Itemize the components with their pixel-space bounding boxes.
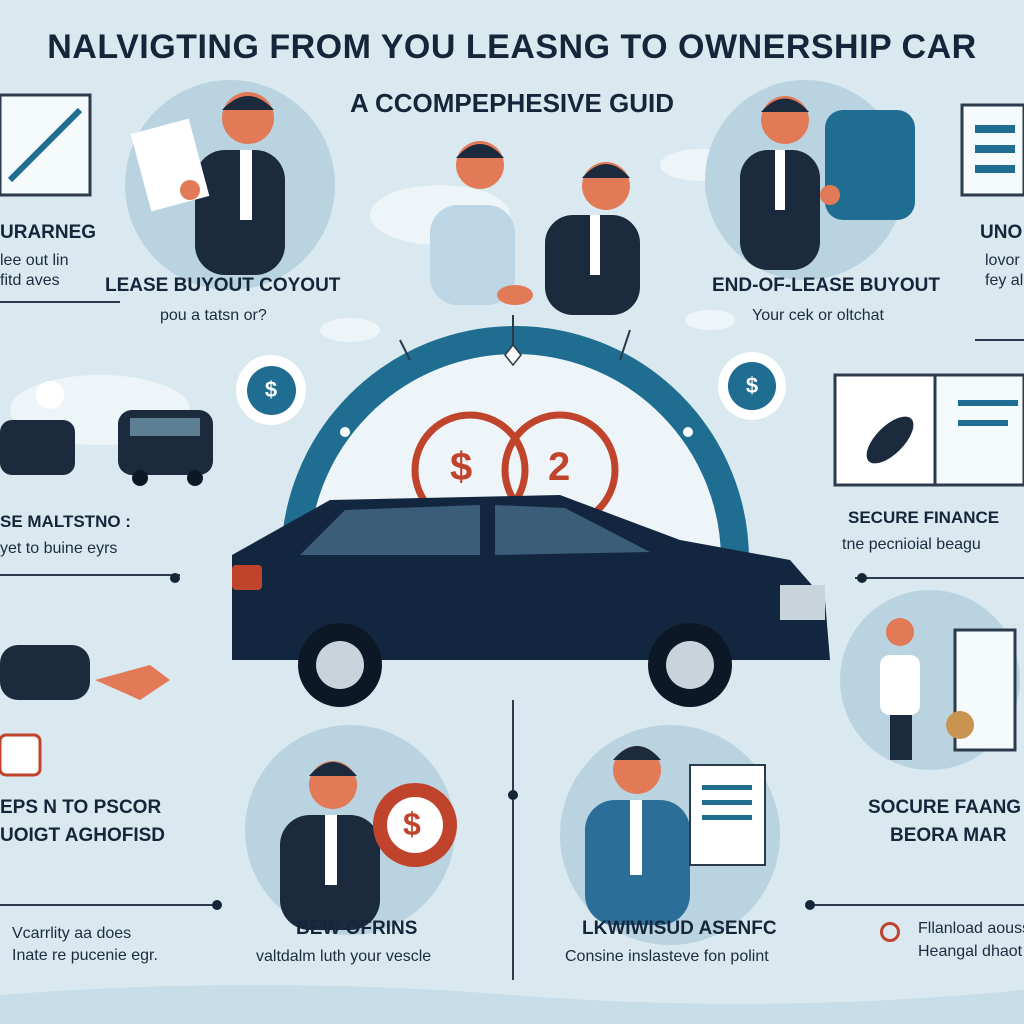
- gear-dollar-glyph: $: [403, 806, 421, 842]
- mid-left-sub: yet to buine eyrs: [0, 540, 118, 557]
- dollar-badge-right: $: [718, 352, 786, 420]
- page-subtitle: A CCOMPEPHESIVE GUID: [349, 88, 675, 118]
- end-of-lease-heading: END-OF-LEASE BUYOUT: [712, 275, 940, 296]
- suv-car-illustration: [232, 495, 830, 707]
- dollar-icon: $: [246, 365, 296, 415]
- low-right-sub1: Fllanload aouss: [918, 920, 1024, 937]
- person-top-left-figure: [130, 92, 285, 275]
- low-left-sub1: Vcarrlity aa does: [12, 925, 132, 942]
- page-title: NALVIGTING FROM YOU LEASNG TO OWNERSHIP …: [47, 28, 977, 66]
- bottom-center-right-heading: LKWIWISUD ASENFC: [582, 918, 777, 939]
- gear-dollar-badge: [373, 783, 457, 867]
- low-left-heading2: UOIGT AGHOFISD: [0, 825, 166, 846]
- bottom-center-left-sub: valtdalm luth your vescle: [256, 948, 432, 965]
- person-bottom-left-figure: [280, 761, 380, 930]
- dollar-icon: $: [728, 362, 776, 410]
- end-of-lease-sub: Your cek or oltchat: [752, 307, 884, 324]
- handshake-figures: [430, 141, 640, 315]
- low-right-sub2: Heangal dhaot: [918, 943, 1023, 960]
- top-right-edge-sub2: fey al: [985, 272, 1024, 289]
- dollar-badge-left: $: [236, 355, 306, 425]
- small-cars-left: [0, 381, 213, 486]
- arc-dollar-glyph: $: [450, 445, 473, 489]
- info-icon: [880, 922, 900, 942]
- person-bottom-right-figure: [585, 746, 766, 925]
- top-left-edge-heading: URARNEG: [0, 222, 97, 243]
- low-right-heading1: SOCURE FAANG: [868, 797, 1022, 818]
- person-top-right-figure: [740, 96, 915, 270]
- top-left-edge-sub2: fitd aves: [0, 272, 60, 289]
- secure-finance-heading: SECURE FINANCE: [848, 508, 1000, 527]
- top-left-edge-sub1: lee out lin: [0, 252, 69, 269]
- low-left-sub2: Inate re pucenie egr.: [12, 947, 158, 964]
- lease-buyout-heading: LEASE BUYOUT COYOUT: [105, 275, 341, 296]
- low-left-heading1: EPS N TO PSCOR: [0, 797, 162, 818]
- low-right-heading2: BEORA MAR: [890, 825, 1007, 846]
- contract-document-right: [833, 373, 1024, 487]
- arc-number-glyph: 2: [548, 445, 571, 489]
- bottom-center-right-sub: Consine inslasteve fon polint: [565, 948, 769, 965]
- mid-left-heading: SE MALTSTNO :: [0, 512, 131, 531]
- top-right-edge-sub1: lovor: [985, 252, 1020, 269]
- top-right-edge-heading: UNO: [980, 222, 1023, 243]
- bottom-center-left-heading: BEW OFRINS: [296, 918, 418, 939]
- secure-finance-sub: tne pecnioial beagu: [842, 536, 981, 553]
- lease-buyout-sub: pou a tatsn or?: [160, 307, 267, 324]
